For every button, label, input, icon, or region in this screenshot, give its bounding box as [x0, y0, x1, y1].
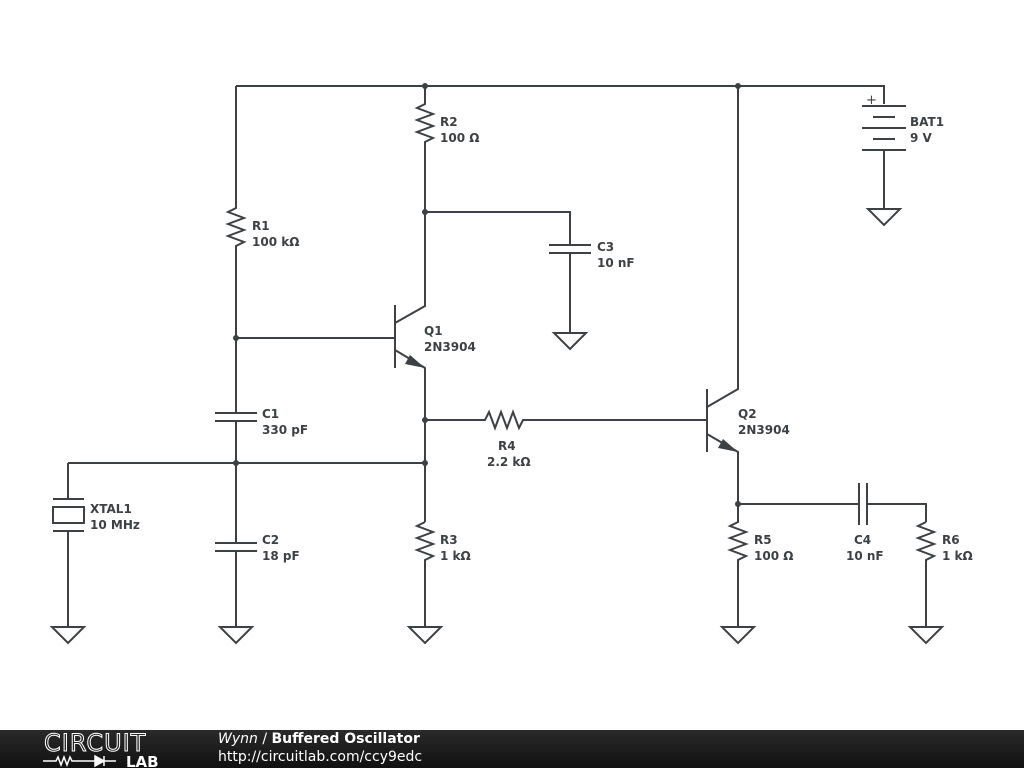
- circuit-url[interactable]: http://circuitlab.com/ccy9edc: [218, 749, 423, 765]
- r6-name: R6: [942, 533, 960, 547]
- capacitor-c2[interactable]: C2 18 pF: [215, 463, 300, 626]
- capacitor-c1[interactable]: C1 330 pF: [215, 338, 308, 463]
- xtal1-name: XTAL1: [90, 502, 132, 516]
- c3-value: 10 nF: [597, 256, 635, 270]
- c2-name: C2: [262, 533, 279, 547]
- ground-icon: [907, 626, 945, 645]
- c2-value: 18 pF: [262, 549, 300, 563]
- logo-resistor-diode-icon: [43, 754, 116, 768]
- transistor-q1[interactable]: Q1 2N3904: [236, 212, 476, 420]
- junction-dot: [422, 417, 428, 423]
- resistor-r4[interactable]: R4 2.2 kΩ: [425, 409, 707, 469]
- bat1-value: 9 V: [910, 131, 933, 145]
- footer-bar: CIRCUIT LAB Wynn / Buffered Oscillator h…: [0, 730, 1024, 768]
- capacitor-c4[interactable]: C4 10 nF: [846, 483, 884, 563]
- wire-c3-branch: [425, 211, 571, 245]
- capacitor-c3[interactable]: C3 10 nF: [549, 240, 635, 332]
- bat1-name: BAT1: [910, 115, 944, 129]
- r5-name: R5: [754, 533, 772, 547]
- resistor-r5[interactable]: R5 100 Ω: [727, 504, 793, 626]
- q2-value: 2N3904: [738, 423, 790, 437]
- q1-name: Q1: [424, 324, 443, 338]
- transistor-q2[interactable]: Q2 2N3904: [706, 86, 790, 504]
- r3-value: 1 kΩ: [440, 549, 471, 563]
- ground-icon: [719, 626, 757, 645]
- c4-name: C4: [854, 533, 871, 547]
- r5-value: 100 Ω: [754, 549, 793, 563]
- circuit-title[interactable]: Buffered Oscillator: [271, 731, 420, 747]
- title-separator: /: [257, 731, 272, 747]
- r6-value: 1 kΩ: [942, 549, 973, 563]
- wire-output: [738, 503, 927, 522]
- bat1-plus-sign: +: [866, 93, 877, 108]
- schematic-canvas: R1 100 kΩ R2 100 Ω C3 10 nF Q1 2N3904 C1…: [49, 83, 973, 645]
- r2-value: 100 Ω: [440, 131, 479, 145]
- resistor-r3[interactable]: R3 1 kΩ: [414, 521, 471, 626]
- resistor-r1[interactable]: R1 100 kΩ: [225, 86, 299, 338]
- ground-icon: [865, 208, 903, 227]
- wire-top-rail: [236, 85, 885, 104]
- junction-dot: [735, 83, 741, 89]
- junction-dot: [422, 209, 428, 215]
- xtal1-value: 10 MHz: [90, 518, 140, 532]
- author-name[interactable]: Wynn: [218, 731, 258, 747]
- battery-bat1[interactable]: + BAT1 9 V: [862, 93, 944, 208]
- logo-text-circuit: CIRCUIT: [44, 730, 146, 757]
- junction-dot: [233, 460, 239, 466]
- logo-text-lab: LAB: [126, 753, 159, 768]
- c1-name: C1: [262, 407, 279, 421]
- ground-icon: [217, 626, 255, 645]
- circuitlab-logo[interactable]: CIRCUIT LAB: [40, 730, 180, 768]
- junction-dot: [422, 83, 428, 89]
- crystal-xtal1[interactable]: XTAL1 10 MHz: [52, 463, 140, 626]
- ground-icon: [406, 626, 444, 645]
- r2-name: R2: [440, 115, 458, 129]
- r3-name: R3: [440, 533, 458, 547]
- r4-name: R4: [498, 439, 516, 453]
- resistor-r2[interactable]: R2 100 Ω: [414, 86, 479, 212]
- c3-name: C3: [597, 240, 614, 254]
- c4-value: 10 nF: [846, 549, 884, 563]
- q1-emitter-arrow: [405, 355, 425, 368]
- r4-value: 2.2 kΩ: [487, 455, 531, 469]
- resistor-r6[interactable]: R6 1 kΩ: [915, 521, 973, 626]
- junction-dot: [735, 501, 741, 507]
- circuit-title-line: Wynn / Buffered Oscillator: [218, 731, 420, 747]
- c1-value: 330 pF: [262, 423, 308, 437]
- q1-value: 2N3904: [424, 340, 476, 354]
- ground-icon: [49, 626, 87, 645]
- ground-icon: [551, 332, 589, 351]
- junction-dot: [233, 335, 239, 341]
- q2-name: Q2: [738, 407, 757, 421]
- r1-value: 100 kΩ: [252, 235, 299, 249]
- junction-dot: [422, 460, 428, 466]
- q2-emitter-arrow: [718, 439, 738, 452]
- r1-name: R1: [252, 219, 270, 233]
